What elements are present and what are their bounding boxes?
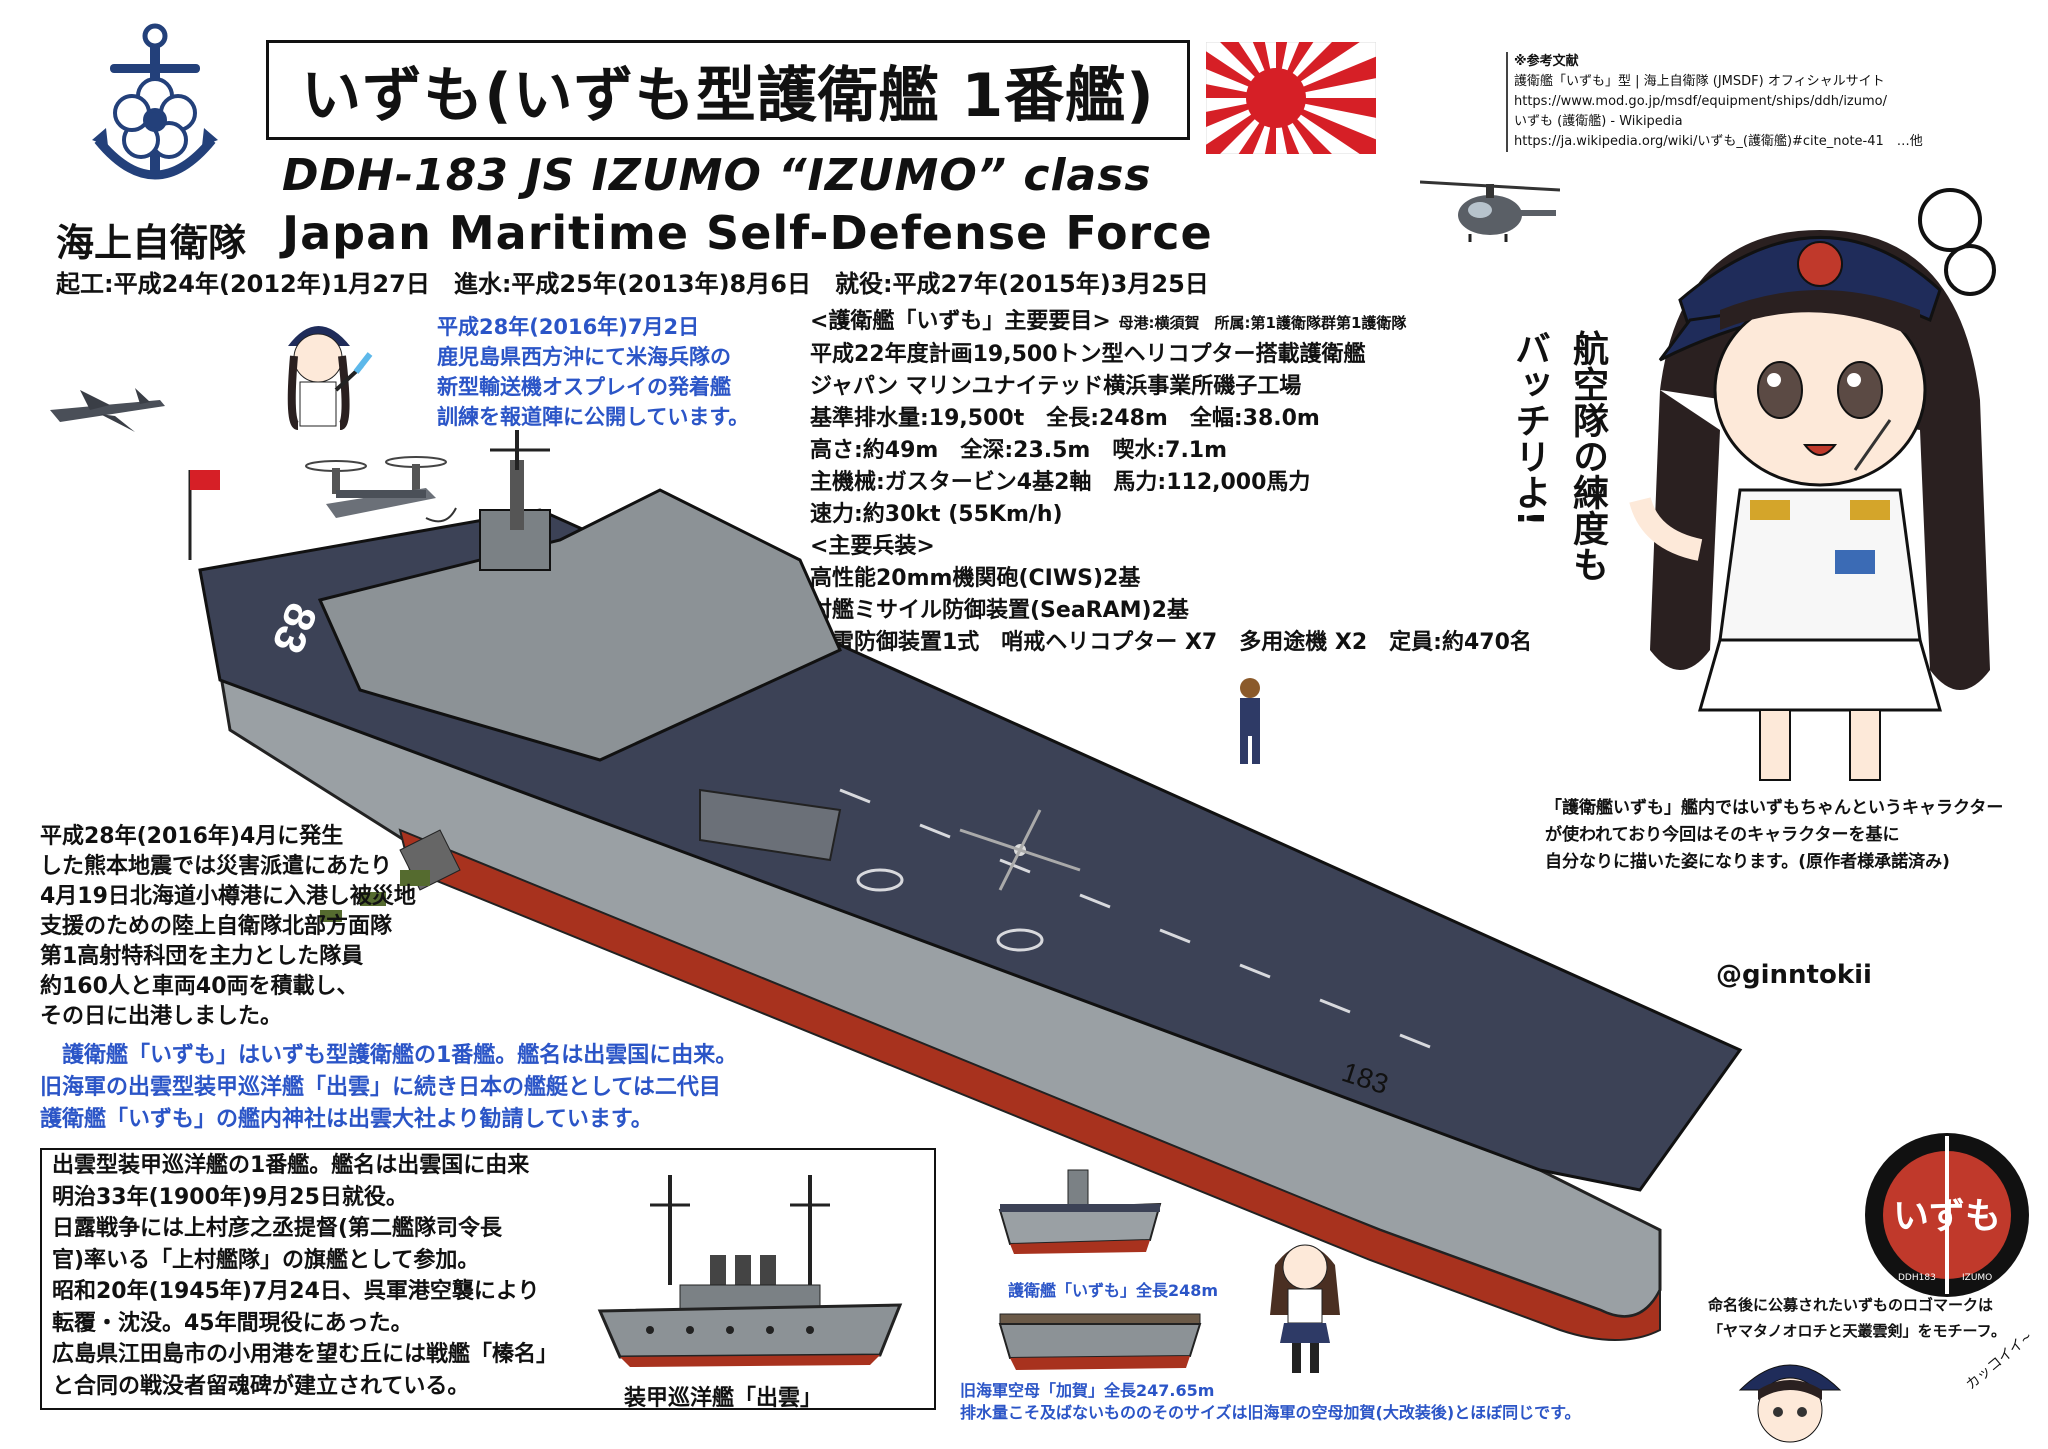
jmsdf-emblem-icon <box>90 20 220 200</box>
old-izumo-line: 昭和20年(1945年)7月24日、呉軍港空襲により <box>52 1279 540 1304</box>
specs-heading-row: <護衛艦「いずも」主要要目> 母港:横須賀 所属:第1護衛隊群第1護衛隊 <box>810 306 1532 339</box>
earthquake-note-line: 平成28年(2016年)4月に発生 <box>40 824 344 849</box>
deck-crew-figure-icon <box>1230 676 1270 766</box>
english-designation: DDH-183 JS IZUMO “IZUMO” class <box>282 150 1152 201</box>
osprey-aircraft-icon <box>296 448 466 538</box>
old-izumo-line: と合同の戦没者留魂碑が建立されている。 <box>52 1373 470 1399</box>
kaga-small-ship-icon <box>990 1300 1210 1380</box>
old-izumo-line: 広島県江田島市の小用港を望む丘には戦艦「榛名」 <box>52 1342 559 1367</box>
izumo-chan-character <box>1620 170 2020 790</box>
old-izumo-box <box>40 1148 936 1410</box>
title-box: いずも(いずも型護衛艦 1番艦) <box>266 40 1190 140</box>
character-note-line: 「護衛艦いずも」艦内ではいずもちゃんというキャラクター <box>1545 798 2004 818</box>
earthquake-note: 平成28年(2016年)4月に発生 した熊本地震では災害派遣にあたり 4月19日… <box>40 822 416 1032</box>
page-title: いずも(いずも型護衛艦 1番艦) <box>301 60 1155 131</box>
earthquake-note-line: その日に出港しました。 <box>40 1004 283 1029</box>
old-izumo-line: 出雲型装甲巡洋艦の1番艦。艦名は出雲国に由来 <box>52 1153 530 1178</box>
kaga-comparison: 旧海軍空母「加賀」全長247.65m 排水量こそ及ばないもののそのサイズは旧海軍… <box>960 1380 1581 1424</box>
spec-line: 高性能20mm機関砲(CIWS)2基 <box>810 566 1141 591</box>
spec-line: 主機械:ガスタービン4基2軸 馬力:112,000馬力 <box>810 470 1311 495</box>
reference-line: https://ja.wikipedia.org/wiki/いずも_(護衛艦)#… <box>1514 134 1923 149</box>
character-note-line: が使われており今回はそのキャラクターを基に <box>1545 825 1900 845</box>
logo-note: 命名後に公募されたいずものロゴマークは 「ヤマタノオロチと天叢雲剣」をモチーフ。 <box>1708 1292 2006 1344</box>
small-crew-character-icon <box>258 306 378 446</box>
speech-line: バッチリよ! <box>1509 330 1550 527</box>
osprey-note-line: 新型輸送機オスプレイの発着艦 <box>437 375 731 399</box>
logo-text: いずも <box>1893 1196 2001 1237</box>
specifications: <護衛艦「いずも」主要要目> 母港:横須賀 所属:第1護衛隊群第1護衛隊 平成2… <box>810 306 1532 659</box>
chibi-character-icon <box>1730 1350 1850 1445</box>
osprey-note-line: 鹿児島県西方沖にて米海兵隊の <box>437 345 731 369</box>
spec-line: 高さ:約49m 全深:23.5m 喫水:7.1m <box>810 438 1228 463</box>
reference-line: https://www.mod.go.jp/msdf/equipment/shi… <box>1514 94 1887 109</box>
earthquake-note-line: 約160人と車両40両を積載し、 <box>40 974 359 999</box>
logo-ring-left: DDH183 <box>1898 1273 1936 1283</box>
old-izumo-line: 官)率いる「上村艦隊」の旗艦として参加。 <box>52 1247 480 1273</box>
build-dates: 起工:平成24年(2012年)1月27日 進水:平成25年(2013年)8月6日… <box>56 270 1209 298</box>
osprey-note: 平成28年(2016年)7月2日 鹿児島県西方沖にて米海兵隊の 新型輸送機オスプ… <box>437 312 749 432</box>
logo-note-line: 「ヤマタノオロチと天叢雲剣」をモチーフ。 <box>1708 1322 2007 1340</box>
reference-line: 護衛艦「いずも」型 | 海上自衛隊 (JMSDF) オフィシャルサイト <box>1514 74 1885 89</box>
rising-sun-flag-icon <box>1016 0 1536 358</box>
ship-name-origin-note: 護衛艦「いずも」はいずも型護衛艦の1番艦。艦名は出雲国に由来。 旧海軍の出雲型装… <box>40 1040 737 1136</box>
fighter-jet-icon <box>40 370 170 440</box>
reference-line: いずも (護衛艦) - Wikipedia <box>1514 114 1683 129</box>
osprey-note-line: 訓練を報道陣に公開しています。 <box>437 405 750 429</box>
spec-line: 速力:約30kt (55Km/h) <box>810 502 1063 527</box>
old-izumo-line: 明治33年(1900年)9月25日就役。 <box>52 1184 408 1210</box>
sailor-girl-character <box>1260 1225 1350 1375</box>
izumo-length-label: 護衛艦「いずも」全長248m <box>1008 1281 1219 1300</box>
logo-ring-right: IZUMO <box>1962 1273 1992 1283</box>
old-izumo-line: 日露戦争には上村彦之丞提督(第二艦隊司令長 <box>52 1216 503 1241</box>
character-note: 「護衛艦いずも」艦内ではいずもちゃんというキャラクター が使われており今回はその… <box>1545 795 2003 876</box>
earthquake-note-line: した熊本地震では災害派遣にあたり <box>40 854 393 879</box>
izumo-small-ship-icon <box>990 1160 1170 1270</box>
character-speech: 航空隊の練度も バッチリよ! <box>1500 330 1616 630</box>
spec-line: 魚雷防御装置1式 哨戒ヘリコプター X7 多用途機 X2 定員:約470名 <box>810 630 1532 655</box>
armored-cruiser-icon <box>590 1165 910 1375</box>
spec-line: 対艦ミサイル防御装置(SeaRAM)2基 <box>810 598 1189 623</box>
izumo-ship-illustration: 183 83 <box>140 430 1780 1350</box>
osprey-note-line: 平成28年(2016年)7月2日 <box>437 315 700 339</box>
origin-note-line: 旧海軍の出雲型装甲巡洋艦「出雲」に続き日本の艦艇としては二代目 <box>40 1075 721 1100</box>
references: ※参考文献 護衛艦「いずも」型 | 海上自衛隊 (JMSDF) オフィシャルサイ… <box>1506 52 2034 152</box>
kaga-length-label: 旧海軍空母「加賀」全長247.65m <box>960 1381 1215 1400</box>
specs-heading-sub: 母港:横須賀 所属:第1護衛隊群第1護衛隊 <box>1118 314 1407 332</box>
flag-sun <box>1246 68 1306 128</box>
references-heading: ※参考文献 <box>1514 54 1579 69</box>
author-handle: @ginntokii <box>1716 960 1872 990</box>
izumo-logo-mark: いずも DDH183 IZUMO <box>1862 1130 2032 1300</box>
spec-line: 平成22年度計画19,500トン型ヘリコプター搭載護衛艦 <box>810 342 1366 367</box>
old-izumo-line: 転覆・沈没。45年間現役にあった。 <box>52 1310 413 1336</box>
earthquake-note-line: 第1高射特科団を主力とした隊員 <box>40 944 364 969</box>
character-note-line: 自分なりに描いた姿になります。(原作者様承諾済み) <box>1545 852 1950 872</box>
kaga-size-note: 排水量こそ及ばないもののそのサイズは旧海軍の空母加賀(大改装後)とほぼ同じです。 <box>960 1403 1581 1422</box>
specs-heading: <護衛艦「いずも」主要要目> <box>810 309 1111 334</box>
english-force-name: Japan Maritime Self-Defense Force <box>282 206 1213 260</box>
spec-line: <主要兵装> <box>810 534 935 559</box>
logo-note-line: 命名後に公募されたいずものロゴマークは <box>1708 1296 1994 1314</box>
jmsdf-japanese-name: 海上自衛隊 <box>56 221 247 265</box>
earthquake-note-line: 4月19日北海道小樽港に入港し被災地 <box>40 884 416 909</box>
origin-note-line: 護衛艦「いずも」の艦内神社は出雲大社より勧請しています。 <box>40 1107 653 1132</box>
helicopter-icon <box>1419 170 1561 250</box>
earthquake-note-line: 支援のための陸上自衛隊北部方面隊 <box>40 914 393 939</box>
speech-line: 航空隊の練度も <box>1567 330 1608 582</box>
origin-note-line: 護衛艦「いずも」はいずも型護衛艦の1番艦。艦名は出雲国に由来。 <box>40 1043 738 1068</box>
spec-line: 基準排水量:19,500t 全長:248m 全幅:38.0m <box>810 406 1320 431</box>
spec-line: ジャパン マリンユナイテッド横浜事業所磯子工場 <box>810 374 1302 399</box>
old-izumo-description: 出雲型装甲巡洋艦の1番艦。艦名は出雲国に由来 明治33年(1900年)9月25日… <box>52 1150 558 1402</box>
old-izumo-caption: 装甲巡洋艦「出雲」 <box>624 1386 823 1411</box>
